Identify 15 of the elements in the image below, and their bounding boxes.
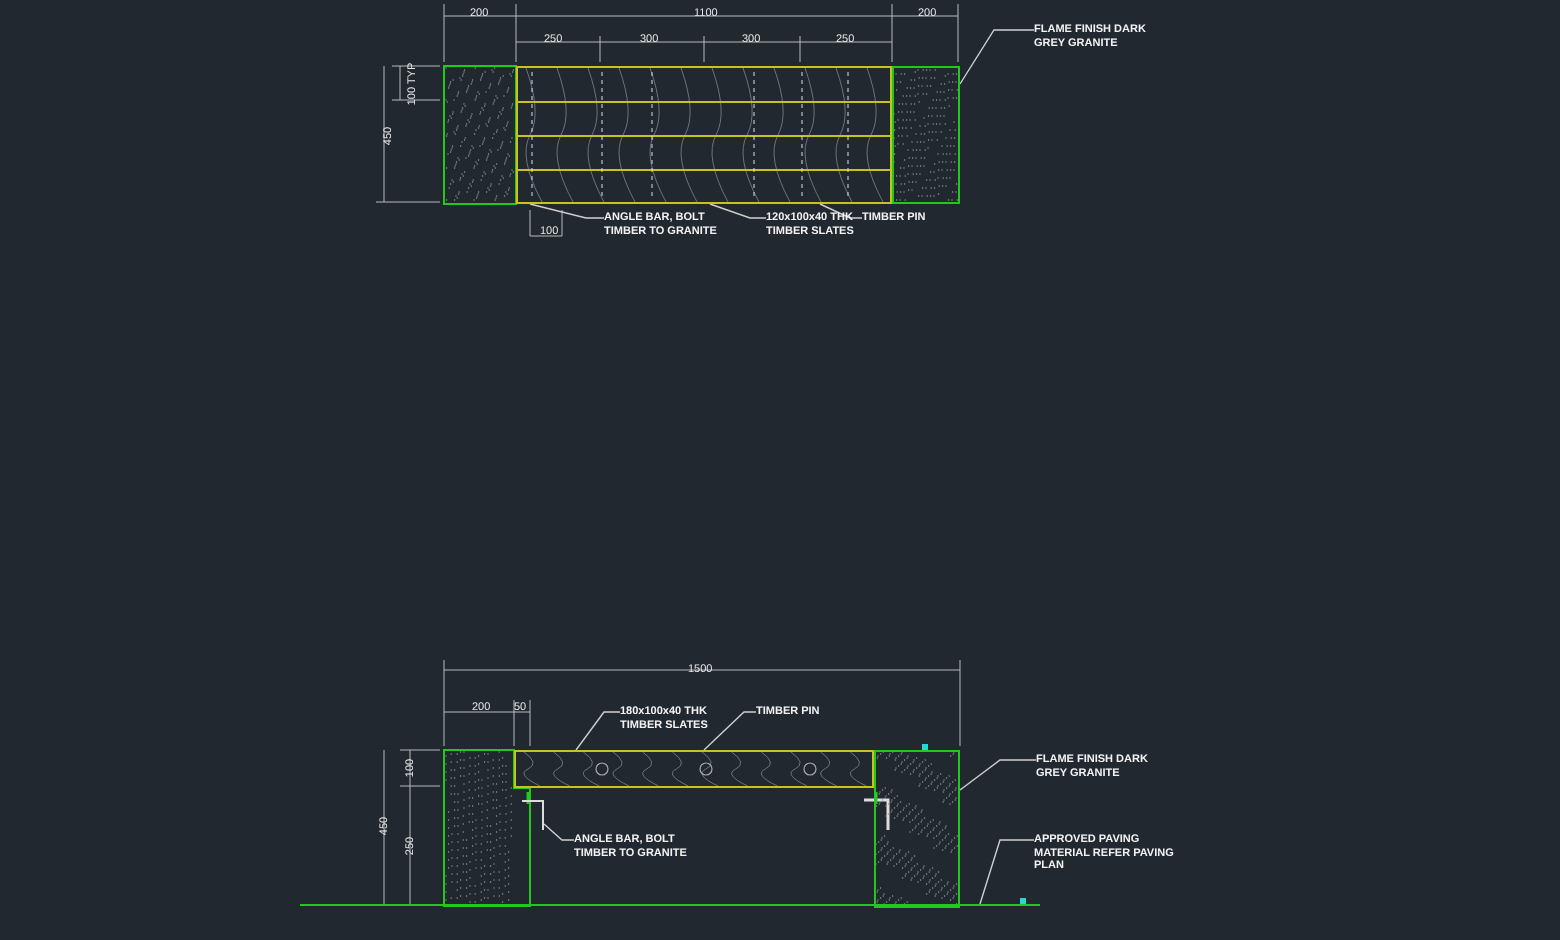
leader-line <box>543 823 575 841</box>
leader-line <box>979 839 1035 905</box>
leader-line <box>709 203 767 219</box>
leader-line <box>529 203 605 219</box>
ground-line <box>300 904 1040 908</box>
timber-deck <box>514 750 874 788</box>
granite-block <box>892 66 960 204</box>
leader-line <box>959 29 1035 85</box>
leader-line <box>703 711 757 751</box>
timber-deck <box>516 66 892 204</box>
angle-bar <box>522 800 544 830</box>
granite-block <box>874 750 960 908</box>
leader-line <box>575 711 621 751</box>
leader-line <box>959 759 1037 791</box>
leader-line <box>819 203 863 219</box>
